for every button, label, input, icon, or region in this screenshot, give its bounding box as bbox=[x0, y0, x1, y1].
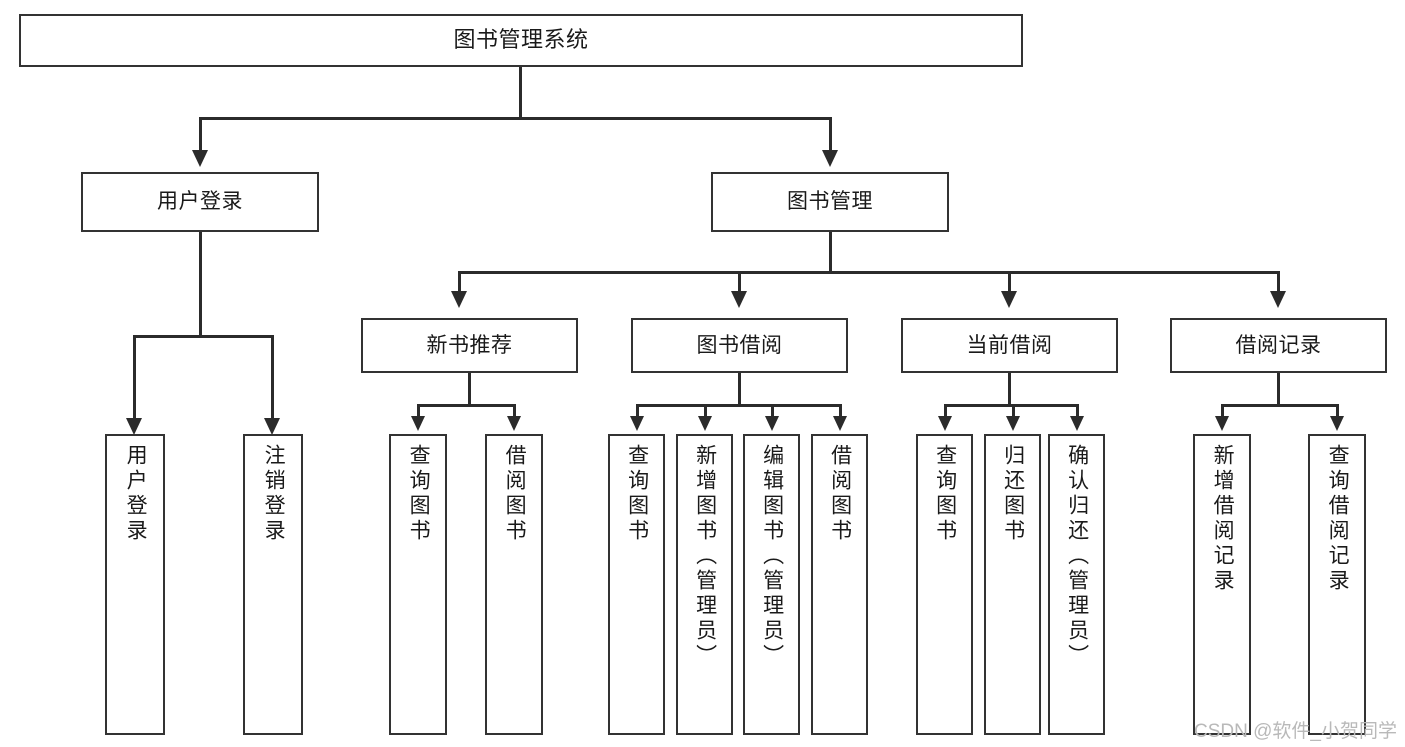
node-label: 新增借阅记录 bbox=[1211, 444, 1235, 594]
node-label: 图书借阅 bbox=[696, 333, 783, 357]
connector-current-borrow-leaf2 bbox=[1012, 404, 1015, 418]
node-leaf-add-book[interactable]: 新增图书（管理员） bbox=[676, 434, 733, 735]
connector-book-borrow-leaf2 bbox=[704, 404, 707, 418]
watermark-text: CSDN @软件_小贺同学 bbox=[1194, 721, 1397, 742]
connector-new-book-leaf2 bbox=[513, 404, 516, 418]
connector-root-stem bbox=[519, 67, 522, 119]
connector-book-borrow-leaf3 bbox=[771, 404, 774, 418]
connector-borrow-record-stem bbox=[1277, 373, 1280, 406]
node-label: 查询图书 bbox=[625, 444, 649, 544]
node-label: 归还图书 bbox=[1001, 444, 1025, 544]
connector-new-book-bar bbox=[417, 404, 516, 407]
node-leaf-query-book-3[interactable]: 查询图书 bbox=[916, 434, 973, 735]
node-book-borrow[interactable]: 图书借阅 bbox=[631, 318, 848, 373]
arrow-leaf-borrow-book-2 bbox=[833, 416, 847, 431]
connector-root-bar bbox=[199, 117, 832, 120]
node-leaf-add-record[interactable]: 新增借阅记录 bbox=[1193, 434, 1251, 735]
connector-book-borrow-stem bbox=[738, 373, 741, 406]
node-label: 确认归还（管理员） bbox=[1065, 444, 1089, 669]
connector-current-borrow-stem bbox=[1008, 373, 1011, 406]
connector-borrow-record-leaf1 bbox=[1221, 404, 1224, 418]
connector-book-borrow-bar bbox=[636, 404, 841, 407]
node-label: 借阅记录 bbox=[1235, 333, 1322, 357]
node-leaf-query-book-2[interactable]: 查询图书 bbox=[608, 434, 665, 735]
connector-to-user-login bbox=[199, 117, 202, 150]
connector-book-management-stem bbox=[829, 232, 832, 274]
connector-borrow-record-bar bbox=[1221, 404, 1339, 407]
connector-to-book-management bbox=[829, 117, 832, 150]
node-user-login[interactable]: 用户登录 bbox=[81, 172, 319, 232]
connector-to-book-borrow bbox=[738, 271, 741, 293]
connector-current-borrow-bar bbox=[944, 404, 1078, 407]
arrow-leaf-query-book-3 bbox=[938, 416, 952, 431]
node-current-borrow[interactable]: 当前借阅 bbox=[901, 318, 1118, 373]
arrow-leaf-return-book bbox=[1006, 416, 1020, 431]
connector-book-borrow-leaf1 bbox=[636, 404, 639, 418]
node-leaf-query-record[interactable]: 查询借阅记录 bbox=[1308, 434, 1366, 735]
connector-to-new-book-recommend bbox=[458, 271, 461, 293]
connector-to-current-borrow bbox=[1008, 271, 1011, 293]
connector-current-borrow-leaf3 bbox=[1076, 404, 1079, 418]
arrow-leaf-edit-book bbox=[765, 416, 779, 431]
node-label: 编辑图书（管理员） bbox=[760, 444, 784, 669]
node-label: 新书推荐 bbox=[426, 333, 513, 357]
connector-user-login-leaf2 bbox=[271, 335, 274, 420]
arrow-to-borrow-record bbox=[1270, 291, 1286, 308]
connector-user-login-stem bbox=[199, 232, 202, 337]
connector-new-book-stem bbox=[468, 373, 471, 406]
node-leaf-confirm-return[interactable]: 确认归还（管理员） bbox=[1048, 434, 1105, 735]
node-label: 图书管理系统 bbox=[453, 27, 589, 53]
arrow-leaf-add-record bbox=[1215, 416, 1229, 431]
node-label: 查询图书 bbox=[407, 444, 431, 544]
arrow-leaf-confirm-return bbox=[1070, 416, 1084, 431]
node-label: 借阅图书 bbox=[503, 444, 527, 544]
arrow-leaf-borrow-book-1 bbox=[507, 416, 521, 431]
node-leaf-return-book[interactable]: 归还图书 bbox=[984, 434, 1041, 735]
node-label: 用户登录 bbox=[124, 444, 148, 544]
connector-book-borrow-leaf4 bbox=[839, 404, 842, 418]
node-label: 用户登录 bbox=[157, 190, 243, 214]
arrow-to-book-management bbox=[822, 150, 838, 167]
arrow-leaf-user-login bbox=[126, 418, 142, 435]
node-book-management[interactable]: 图书管理 bbox=[711, 172, 949, 232]
connector-to-borrow-record bbox=[1277, 271, 1280, 293]
node-new-book-recommend[interactable]: 新书推荐 bbox=[361, 318, 578, 373]
arrow-to-user-login bbox=[192, 150, 208, 167]
connector-user-login-leaf1 bbox=[133, 335, 136, 420]
node-label: 借阅图书 bbox=[828, 444, 852, 544]
node-label: 新增图书（管理员） bbox=[693, 444, 717, 669]
node-label: 图书管理 bbox=[787, 190, 873, 214]
node-leaf-borrow-book-1[interactable]: 借阅图书 bbox=[485, 434, 543, 735]
arrow-leaf-query-book-1 bbox=[411, 416, 425, 431]
node-leaf-query-book-1[interactable]: 查询图书 bbox=[389, 434, 447, 735]
node-leaf-user-login[interactable]: 用户登录 bbox=[105, 434, 165, 735]
node-label: 当前借阅 bbox=[966, 333, 1053, 357]
arrow-leaf-add-book bbox=[698, 416, 712, 431]
arrow-leaf-query-book-2 bbox=[630, 416, 644, 431]
connector-new-book-leaf1 bbox=[417, 404, 420, 418]
arrow-to-current-borrow bbox=[1001, 291, 1017, 308]
node-borrow-record[interactable]: 借阅记录 bbox=[1170, 318, 1387, 373]
node-label: 查询借阅记录 bbox=[1326, 444, 1350, 594]
node-root-system[interactable]: 图书管理系统 bbox=[19, 14, 1023, 67]
connector-user-login-bar bbox=[133, 335, 274, 338]
node-leaf-logout-login[interactable]: 注销登录 bbox=[243, 434, 303, 735]
connector-book-management-bar bbox=[458, 271, 1280, 274]
node-leaf-edit-book[interactable]: 编辑图书（管理员） bbox=[743, 434, 800, 735]
node-label: 查询图书 bbox=[933, 444, 957, 544]
arrow-leaf-logout-login bbox=[264, 418, 280, 435]
arrow-to-book-borrow bbox=[731, 291, 747, 308]
connector-current-borrow-leaf1 bbox=[944, 404, 947, 418]
arrow-to-new-book-recommend bbox=[451, 291, 467, 308]
node-label: 注销登录 bbox=[262, 444, 286, 544]
node-leaf-borrow-book-2[interactable]: 借阅图书 bbox=[811, 434, 868, 735]
arrow-leaf-query-record bbox=[1330, 416, 1344, 431]
connector-borrow-record-leaf2 bbox=[1336, 404, 1339, 418]
